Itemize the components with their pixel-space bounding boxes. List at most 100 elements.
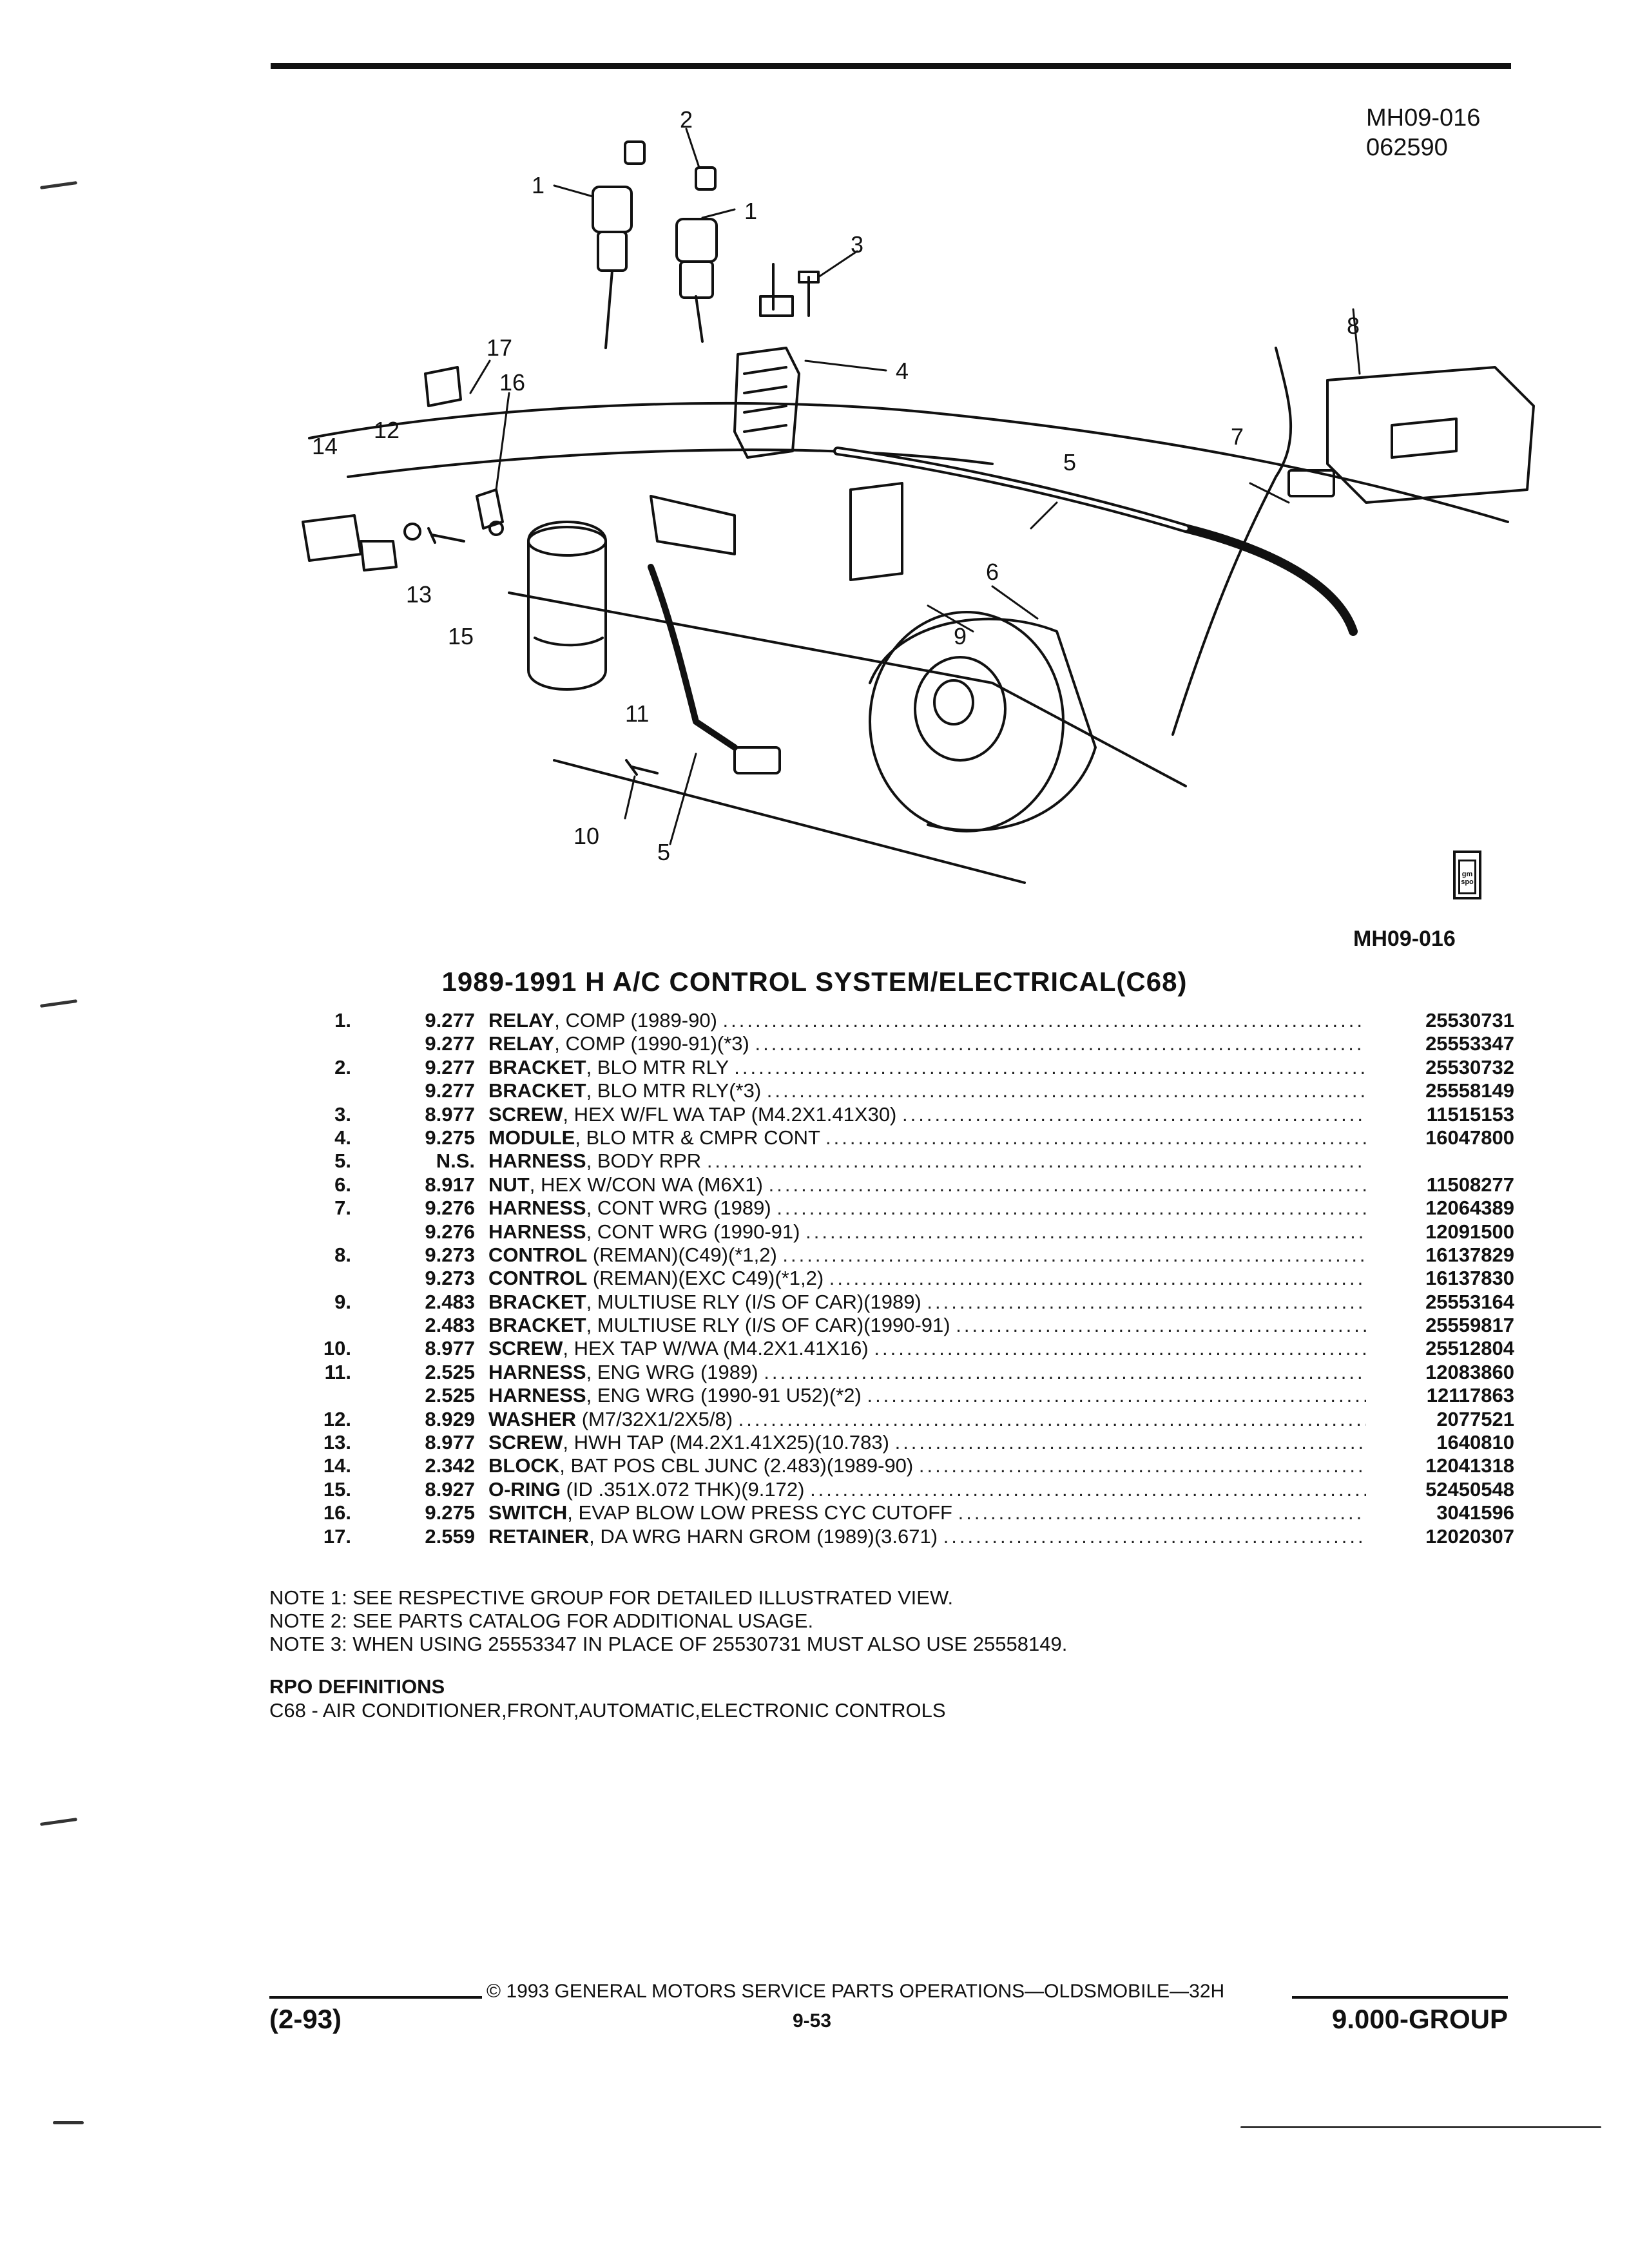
screw-item-13 [427,527,465,544]
callout-label: 8 [1347,312,1360,339]
part-description: WASHER (M7/32X1/2X5/8) .................… [488,1408,1366,1431]
group-number: 8.977 [425,1102,475,1126]
multiuse-bracket [849,482,903,581]
part-description: HARNESS, BODY RPR ......................… [488,1149,1366,1173]
parts-row: 5.N.S.HARNESS, BODY RPR ................… [290,1149,1514,1173]
group-number: 2.483 [425,1314,475,1337]
part-name: BLOCK [488,1454,560,1477]
part-detail: , HEX TAP W/WA (M4.2X1.41X16) [563,1337,869,1360]
part-name: WASHER [488,1407,577,1430]
part-description: NUT, HEX W/CON WA (M6X1) ...............… [488,1173,1366,1196]
engine-harness [648,564,738,751]
callout-label: 12 [374,417,400,443]
dot-leader: ........................................… [755,1032,1367,1055]
callout-label: 1 [744,198,757,224]
callout-label: 1 [532,172,545,198]
part-number: 11515153 [1426,1102,1514,1126]
dot-leader: ........................................… [768,1173,1366,1196]
screw-item-10 [625,759,659,776]
footer-rule-left [269,1996,482,1999]
group-number: 2.525 [425,1384,475,1407]
part-name: BRACKET [488,1290,586,1313]
footer-group: 9.000-GROUP [1331,2004,1508,2034]
footer-rule-right [1292,1996,1508,1999]
parts-row: 2.483 BRACKET, MULTIUSE RLY (I/S OF CAR)(… [290,1314,1514,1337]
dot-leader: ........................................… [764,1360,1366,1383]
item-number: 9. [334,1290,351,1313]
parts-list: 1. 9.277 RELAY, COMP (1989-90) ...........… [290,1009,1514,1548]
relay-left [592,186,633,233]
part-description: MODULE, BLO MTR & CMPR CONT ............… [488,1126,1366,1149]
part-name: BRACKET [488,1314,586,1337]
item-number: 17. [323,1524,351,1548]
part-detail: , ENG WRG (1990-91 U52)(*2) [586,1384,862,1407]
dot-leader: ........................................… [738,1407,1366,1430]
group-number: 8.929 [425,1407,475,1430]
control-module [1326,366,1535,504]
group-number: 2.525 [425,1360,475,1383]
part-name: RELAY [488,1009,555,1032]
figure-code: MH09-016 [1366,104,1481,131]
relay-block [650,495,736,555]
part-detail: , HWH TAP (M4.2X1.41X25)(10.783) [563,1431,889,1454]
part-detail: , COMP (1989-90) [554,1009,717,1032]
part-number: 2077521 [1436,1407,1514,1430]
dot-leader: ........................................… [867,1384,1366,1407]
cowl-line [508,591,1187,787]
dot-leader: ........................................… [902,1102,1366,1126]
part-name: O-RING [488,1477,561,1501]
dot-leader: ........................................… [918,1454,1366,1477]
part-detail: , DA WRG HARN GROM (1989)(3.671) [589,1524,938,1548]
part-number: 11508277 [1426,1173,1514,1196]
callout-label: 5 [657,839,670,865]
group-number: 9.273 [425,1243,475,1266]
part-detail: , MULTIUSE RLY (I/S OF CAR)(1989) [586,1290,921,1313]
dot-leader: ........................................… [810,1477,1366,1501]
group-number: 2.342 [425,1454,475,1477]
exploded-parts-diagram: 1 2 1 3 17 16 8 4 12 14 7 5 13 6 15 9 11… [302,106,1535,884]
item-number: 3. [334,1102,351,1126]
part-detail: , ENG WRG (1989) [586,1360,758,1383]
part-description: HARNESS, ENG WRG (1989) ................… [488,1361,1366,1384]
item-number: 7. [334,1196,351,1220]
part-detail: , BODY RPR [586,1149,702,1173]
part-detail: (M7/32X1/2X5/8) [576,1407,733,1430]
item-number: 1. [334,1009,351,1032]
bracket-top-right [695,166,717,191]
callout-label: 9 [954,623,967,649]
notes: NOTE 1: SEE RESPECTIVE GROUP FOR DETAILE… [269,1586,1067,1656]
part-number: 12064389 [1425,1196,1514,1220]
figure-code-block: MH09-016 062590 [1366,103,1480,162]
scan-mark [1240,2126,1601,2128]
receiver-dryer [527,521,607,691]
footer-date: (2-93) [269,2004,342,2034]
part-name: RELAY [488,1032,555,1055]
note-2: NOTE 2: SEE PARTS CATALOG FOR ADDITIONAL… [269,1610,814,1632]
part-detail: , MULTIUSE RLY (I/S OF CAR)(1990-91) [586,1314,950,1337]
part-name: HARNESS [488,1360,586,1383]
group-number: 9.277 [425,1055,475,1079]
dot-leader: ........................................… [722,1009,1366,1032]
blower-module [733,347,800,459]
binder-mark [39,999,78,1008]
o-ring [488,521,504,536]
part-number: 12020307 [1425,1524,1514,1548]
dot-leader: ........................................… [782,1243,1366,1266]
group-number: 8.977 [425,1337,475,1360]
part-name: NUT [488,1173,530,1196]
part-name: HARNESS [488,1149,586,1173]
note-1: NOTE 1: SEE RESPECTIVE GROUP FOR DETAILE… [269,1586,954,1609]
part-number: 12083860 [1425,1360,1514,1383]
gm-spo-badge: gm spo [1453,850,1481,899]
item-number: 11. [324,1360,351,1383]
item-number: 8. [334,1243,351,1266]
part-name: HARNESS [488,1220,586,1243]
parts-row: 11. 2.525 HARNESS, ENG WRG (1989) ........… [290,1361,1514,1384]
part-name: SCREW [488,1337,563,1360]
